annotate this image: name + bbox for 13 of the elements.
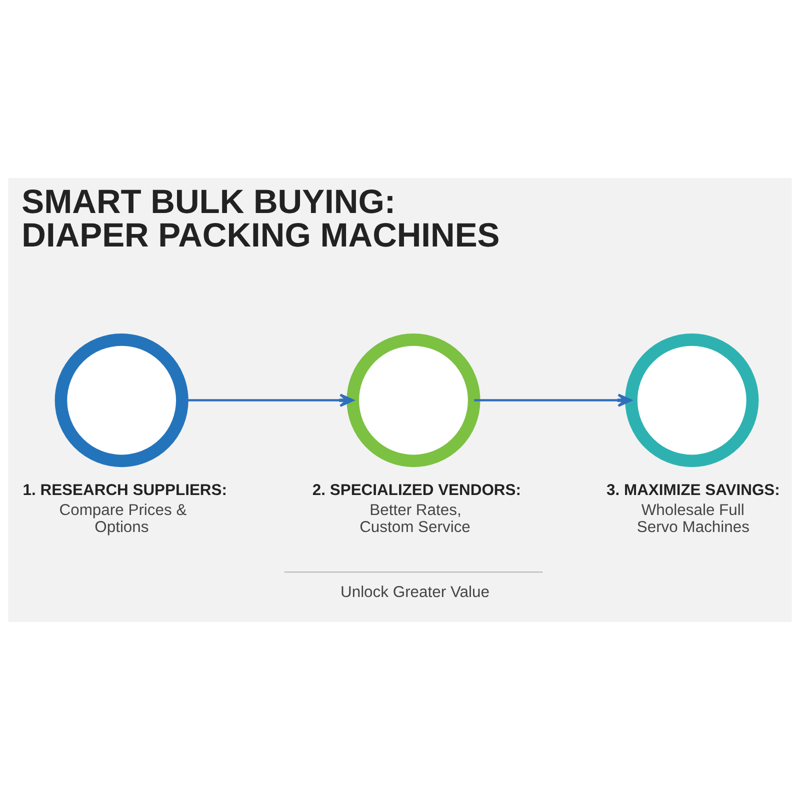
node-label: Better Rates, Custom Service: [360, 502, 470, 536]
node-circle: [625, 333, 759, 468]
node-label: Compare Prices & Options: [59, 502, 187, 536]
node-label: 3. MAXIMIZE SAVINGS:: [606, 482, 780, 499]
diagram-title: SMART BULK BUYING: DIAPER PACKING MACHINES: [22, 184, 500, 254]
label: Unlock Greater Value: [340, 584, 490, 601]
arrow: [182, 394, 354, 407]
node-label: 2. SPECIALIZED VENDORS:: [312, 482, 521, 499]
node-label: 1. RESEARCH SUPPLIERS:: [22, 482, 227, 499]
node-circle: [346, 333, 480, 468]
node-label: Wholesale Full Servo Machines: [636, 502, 750, 536]
arrow: [474, 394, 632, 407]
node-circle: [54, 333, 188, 468]
